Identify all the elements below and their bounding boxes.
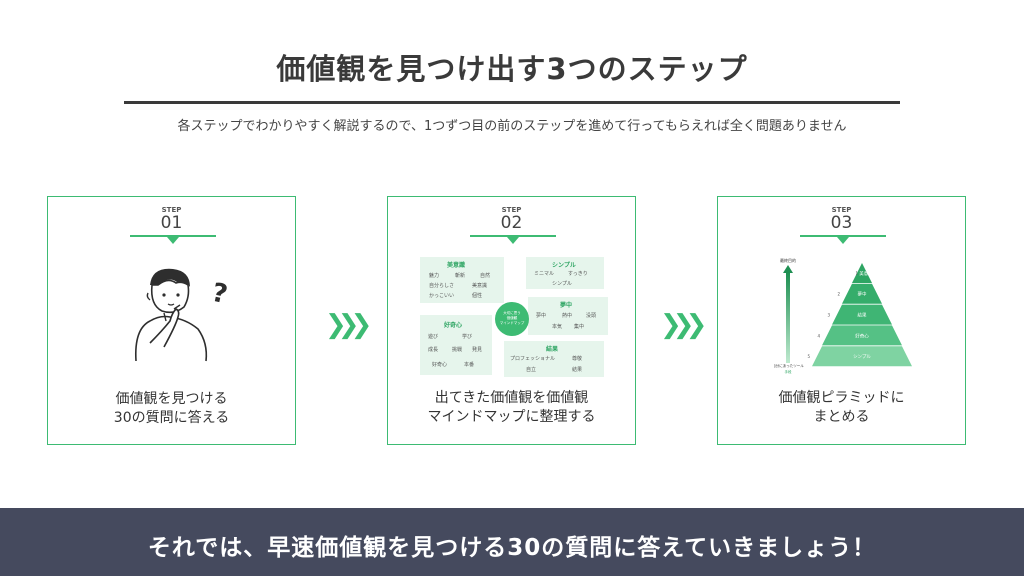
triple-chevron-right-icon: ❯❯❯ bbox=[325, 310, 372, 340]
pyramid-level-number: 4 bbox=[817, 333, 820, 338]
mindmap-group: シンプル ミニマル すっきり シンプル bbox=[526, 257, 604, 289]
pyramid-level-label: 美意識 bbox=[859, 270, 873, 277]
mindmap-word: 美意識 bbox=[472, 283, 488, 289]
step-pointer bbox=[167, 237, 179, 244]
pyramid-level bbox=[812, 346, 912, 367]
step-label: STEP bbox=[161, 206, 182, 214]
axis-arrowhead bbox=[783, 265, 793, 273]
mindmap-word: 集中 bbox=[574, 324, 585, 330]
step-pointer bbox=[507, 237, 519, 244]
step-underline bbox=[470, 235, 556, 237]
pyramid-level-number: 5 bbox=[807, 354, 810, 359]
step-number: 01 bbox=[160, 213, 183, 233]
pyramid-level-label: 結果 bbox=[858, 312, 867, 319]
pyramid-level-label: シンプル bbox=[853, 354, 871, 360]
triple-chevron-right-icon: ❯❯❯ bbox=[660, 310, 707, 340]
step-description: 価値観を見つける 30の質問に答える bbox=[113, 391, 230, 426]
mindmap-word: プロフェッショナル bbox=[510, 356, 556, 362]
step-number: 03 bbox=[830, 213, 853, 233]
step-underline bbox=[800, 235, 886, 237]
axis-bar bbox=[786, 273, 790, 363]
mindmap-word: 挑戦 bbox=[452, 347, 463, 353]
mindmap-group: 好奇心 遊び 学び 成長 挑戦 発見 好奇心 本番 bbox=[420, 315, 492, 375]
axis-top-label: 最終目的 bbox=[780, 257, 796, 263]
mindmap-word: 本気 bbox=[552, 324, 563, 330]
pyramid-level-number: 2 bbox=[837, 292, 840, 297]
axis-bottom-label: 自分にあったツール bbox=[774, 363, 804, 368]
page-subtitle: 各ステップでわかりやすく解説するので、1つずつ目の前のステップを進めて行ってもら… bbox=[177, 119, 847, 134]
mindmap-word: 自立 bbox=[526, 367, 537, 373]
pyramid-level bbox=[842, 283, 882, 304]
step-description: 価値観ピラミッドに まとめる bbox=[778, 390, 905, 425]
pyramid-level-label: 夢中 bbox=[858, 291, 867, 298]
mindmap-word: 個性 bbox=[472, 293, 483, 299]
mindmap-word: 斬新 bbox=[455, 273, 466, 279]
mindmap-group-title: 結果 bbox=[546, 346, 559, 353]
mindmap-word: 遊び bbox=[428, 334, 439, 340]
mindmap-word: 好奇心 bbox=[432, 362, 448, 368]
pyramid-level bbox=[852, 263, 872, 283]
pyramid-level-number: 1 bbox=[855, 271, 858, 276]
mindmap-word: 没頭 bbox=[586, 313, 597, 319]
step-card-2: STEP 02 美意識 魅力 斬新 自然 自分らしさ 美意識 かっこいい 個性 … bbox=[387, 196, 636, 445]
mindmap-word: すっきり bbox=[568, 271, 588, 277]
mindmap-word: かっこいい bbox=[429, 293, 455, 299]
mindmap-word: 学び bbox=[462, 334, 473, 340]
mindmap-group-title: 好奇心 bbox=[444, 322, 463, 329]
bottom-banner-text: それでは、早速価値観を見つける30の質問に答えていきましょう！ bbox=[147, 535, 877, 561]
mindmap-diagram: 美意識 魅力 斬新 自然 自分らしさ 美意識 かっこいい 個性 シンプル ミニマ… bbox=[388, 197, 637, 446]
mindmap-word: ミニマル bbox=[534, 271, 555, 277]
pyramid-level-number: 3 bbox=[827, 313, 830, 318]
mindmap-word: 夢中 bbox=[536, 313, 547, 319]
page-title: 価値観を見つけ出す3つのステップ bbox=[276, 52, 748, 86]
mindmap-word: 自分らしさ bbox=[429, 283, 455, 289]
step-label: STEP bbox=[501, 206, 522, 214]
mindmap-word: 熱中 bbox=[562, 313, 573, 319]
mindmap-group: 美意識 魅力 斬新 自然 自分らしさ 美意識 かっこいい 個性 bbox=[420, 257, 504, 303]
mindmap-group: 結果 プロフェッショナル 尊敬 自立 結果 bbox=[504, 341, 604, 377]
mindmap-center-node: 大切に思う 価値観 マインドマップ bbox=[495, 302, 529, 336]
axis-bottom-label-2: 手段 bbox=[785, 369, 793, 374]
mindmap-word: 魅力 bbox=[429, 273, 440, 279]
step-card-1: STEP 01 ? 価値観を見つける 30の質問に答える bbox=[47, 196, 296, 445]
pyramid-level bbox=[822, 325, 902, 346]
mindmap-group-title: 夢中 bbox=[560, 302, 573, 309]
pyramid-level bbox=[832, 304, 892, 325]
mindmap-word: 本番 bbox=[464, 362, 475, 368]
title-divider bbox=[124, 101, 900, 104]
mindmap-word: 結果 bbox=[572, 367, 583, 373]
thinking-person-icon bbox=[134, 268, 208, 362]
mindmap-word: 成長 bbox=[428, 347, 439, 353]
mindmap-group-title: 美意識 bbox=[447, 262, 466, 269]
mindmap-group: 夢中 夢中 熱中 没頭 本気 集中 bbox=[528, 297, 608, 335]
mindmap-word: シンプル bbox=[552, 281, 572, 287]
mindmap-group-title: シンプル bbox=[552, 262, 576, 269]
pyramid-level-label: 好奇心 bbox=[855, 332, 869, 339]
step-number: 02 bbox=[500, 213, 523, 233]
step-label: STEP bbox=[831, 206, 852, 214]
step-underline bbox=[130, 235, 216, 237]
mindmap-word: 発見 bbox=[472, 347, 483, 353]
mindmap-word: 尊敬 bbox=[572, 356, 583, 362]
mindmap-word: 自然 bbox=[480, 273, 491, 279]
step-description: 出てきた価値観を価値観 マインドマップに整理する bbox=[427, 390, 596, 425]
bottom-banner: それでは、早速価値観を見つける30の質問に答えていきましょう！ bbox=[0, 508, 1024, 576]
step-pointer bbox=[837, 237, 849, 244]
